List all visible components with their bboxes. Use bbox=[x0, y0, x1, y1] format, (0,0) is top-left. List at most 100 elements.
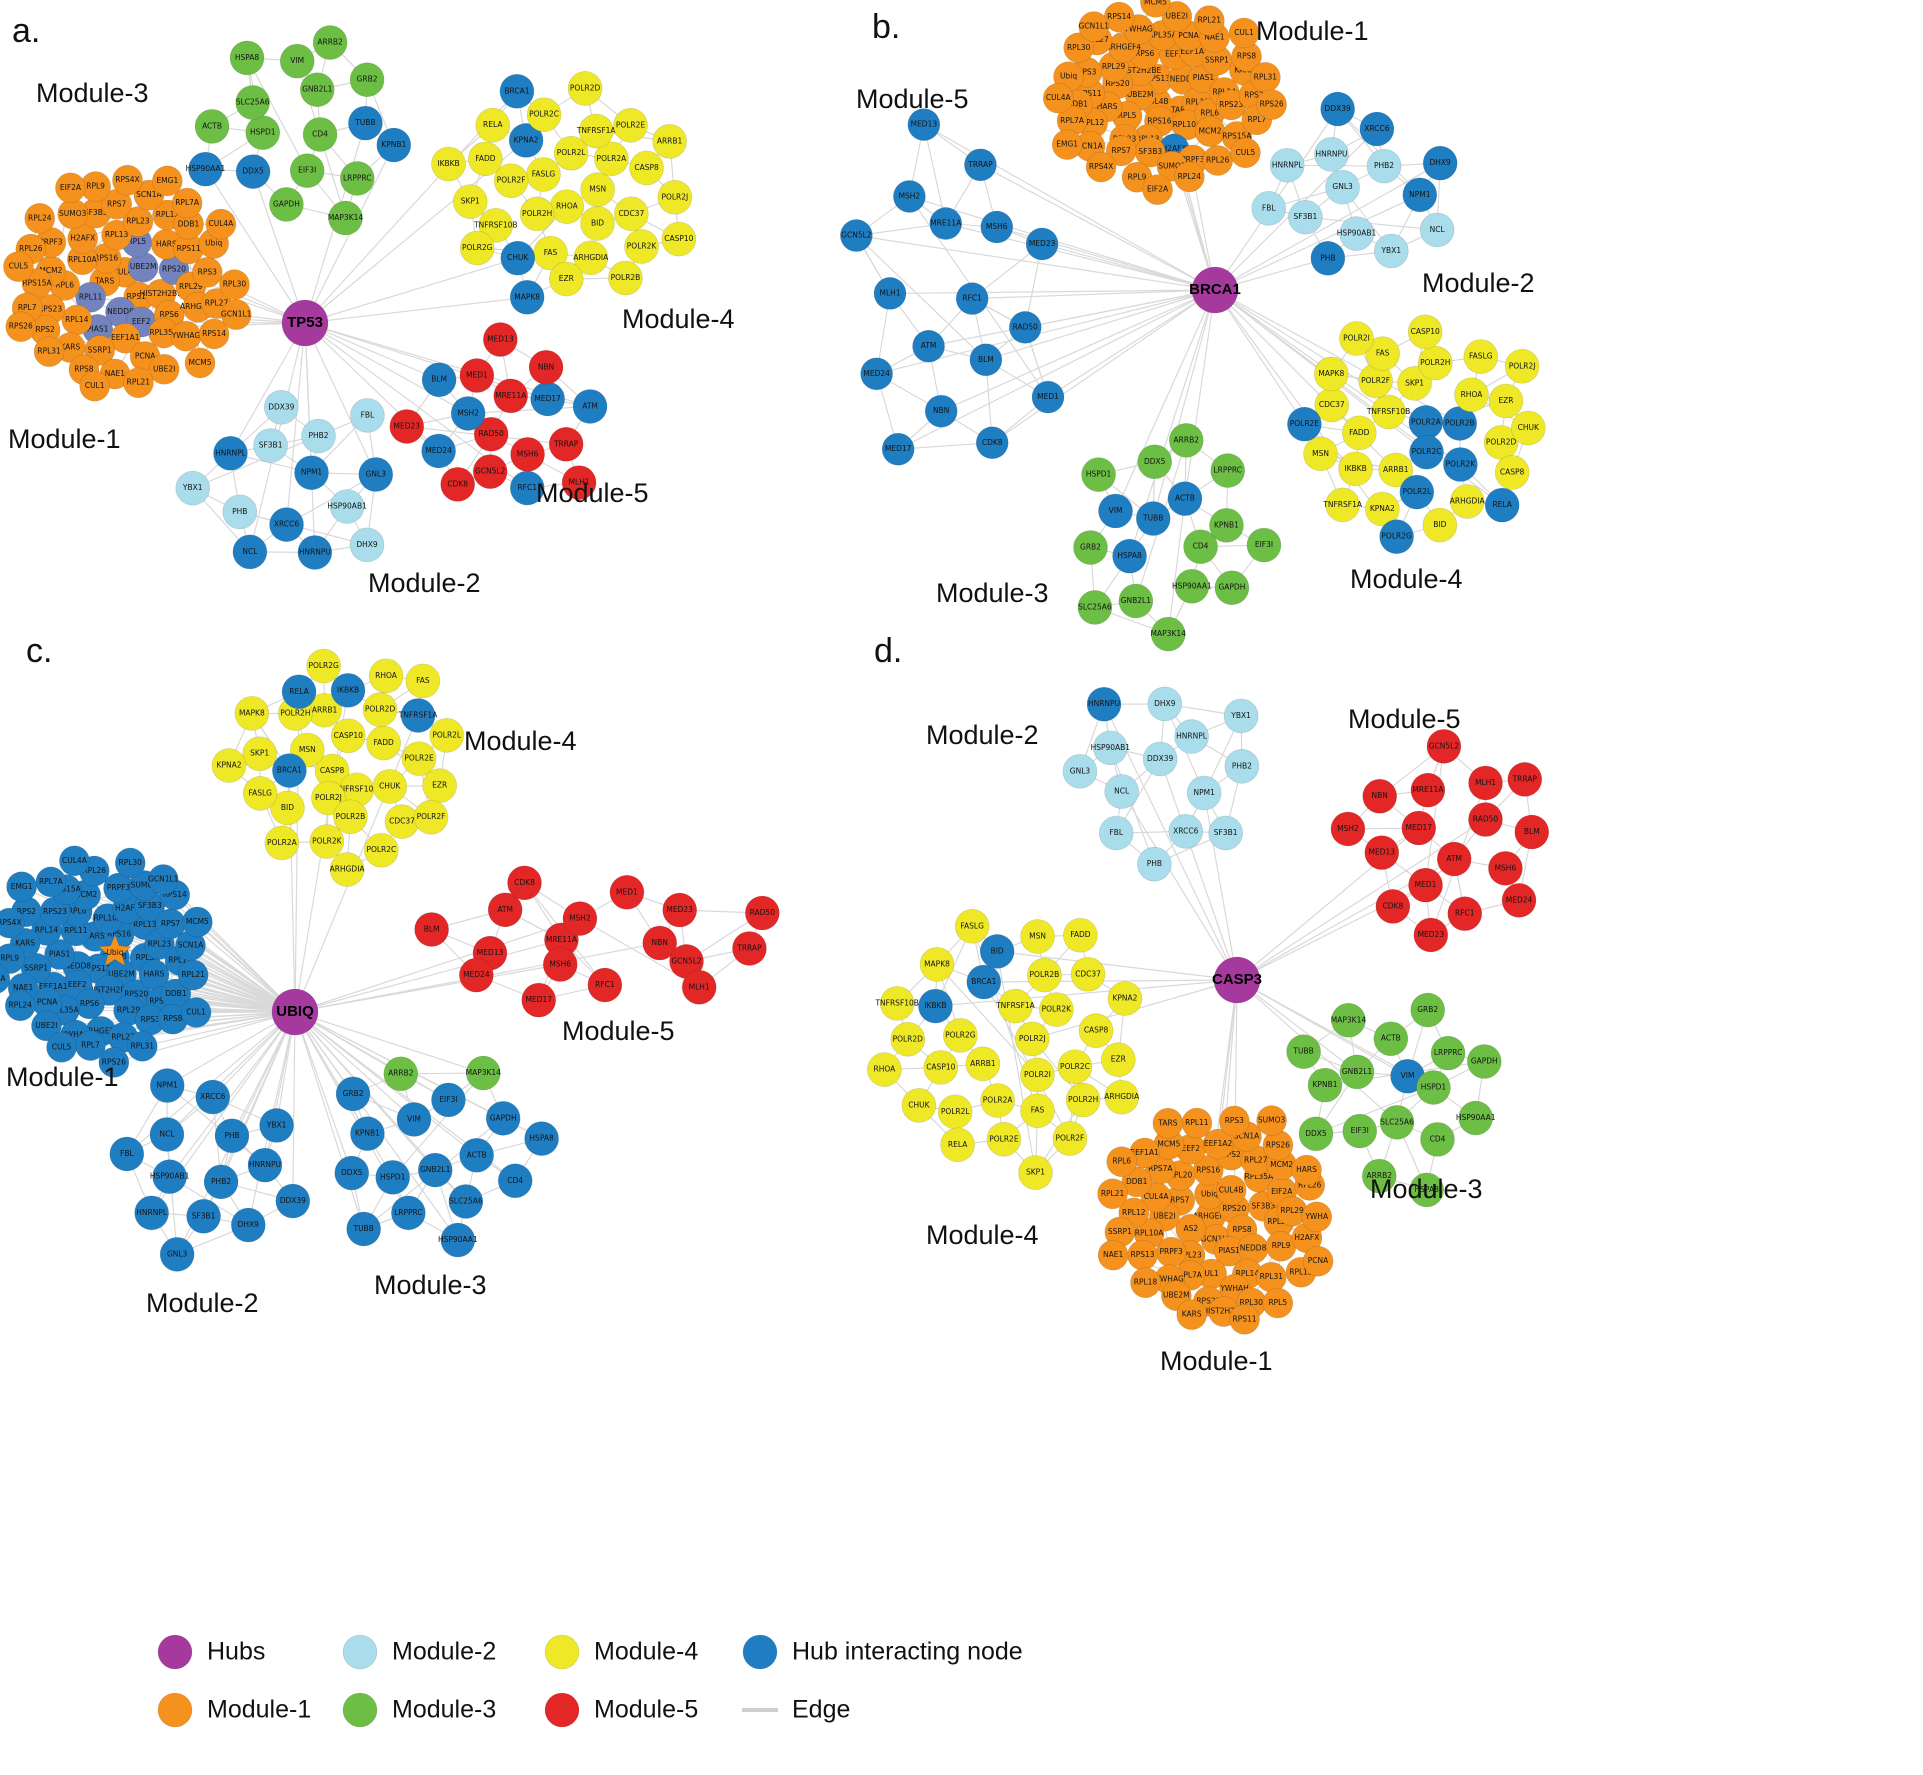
node-POLR2C[interactable]: POLR2C bbox=[526, 97, 562, 132]
node-KPNB1[interactable]: KPNB1 bbox=[350, 1116, 385, 1151]
node-TUBB[interactable]: TUBB bbox=[348, 105, 383, 141]
node-HSPD1[interactable]: HSPD1 bbox=[245, 115, 281, 150]
node-HSP90AB1[interactable]: HSP90AB1 bbox=[150, 1159, 190, 1194]
node-ACTB[interactable]: ACTB bbox=[459, 1137, 494, 1173]
node-ARHGDIA[interactable]: ARHGDIA bbox=[1450, 484, 1486, 519]
node-IKBKB[interactable]: IKBKB bbox=[431, 146, 466, 182]
node-KPNB1[interactable]: KPNB1 bbox=[1209, 508, 1244, 543]
node-EIF2A[interactable]: EIF2A bbox=[55, 172, 86, 204]
node-PHB[interactable]: PHB bbox=[214, 1118, 250, 1154]
node-EIF3I[interactable]: EIF3I bbox=[431, 1082, 466, 1118]
node-GAPDH[interactable]: GAPDH bbox=[269, 187, 304, 222]
node-MED1[interactable]: MED1 bbox=[609, 874, 645, 910]
node-MAPK8[interactable]: MAPK8 bbox=[919, 947, 955, 982]
node-ACTB[interactable]: ACTB bbox=[1373, 1021, 1409, 1057]
node-POLR2B[interactable]: POLR2B bbox=[608, 260, 643, 296]
node-GNL3[interactable]: GNL3 bbox=[159, 1237, 195, 1272]
node-DDX39[interactable]: DDX39 bbox=[275, 1183, 311, 1219]
node-CDK8[interactable]: CDK8 bbox=[507, 865, 542, 901]
node-CD4[interactable]: CD4 bbox=[1420, 1122, 1455, 1157]
node-MED23[interactable]: MED23 bbox=[389, 409, 425, 444]
node-MRE11A[interactable]: MRE11A bbox=[493, 378, 528, 414]
node-KARS[interactable]: KARS bbox=[1176, 1299, 1208, 1330]
node-POLR2A[interactable]: POLR2A bbox=[264, 825, 300, 861]
node-ARHGDIA[interactable]: ARHGDIA bbox=[1104, 1079, 1140, 1115]
node-POLR2J[interactable]: POLR2J bbox=[657, 179, 693, 215]
node-BRCA1[interactable]: BRCA1 bbox=[966, 964, 1002, 1000]
node-RPL21[interactable]: RPL21 bbox=[1194, 5, 1225, 36]
node-FASLG[interactable]: FASLG bbox=[1463, 339, 1499, 374]
node-POLR2C[interactable]: POLR2C bbox=[1409, 434, 1444, 470]
node-POLR2H[interactable]: POLR2H bbox=[1065, 1082, 1101, 1118]
node-GCN5L2[interactable]: GCN5L2 bbox=[1426, 729, 1462, 764]
node-MED17[interactable]: MED17 bbox=[521, 982, 557, 1018]
node-KPNA2[interactable]: KPNA2 bbox=[1107, 981, 1143, 1016]
node-RPS3[interactable]: RPS3 bbox=[1219, 1105, 1250, 1137]
node-TNFRSF1A[interactable]: TNFRSF1A bbox=[1322, 487, 1363, 523]
node-XRCC6[interactable]: XRCC6 bbox=[1359, 111, 1395, 147]
node-MLH1[interactable]: MLH1 bbox=[873, 277, 907, 310]
node-RPS13[interactable]: RPS13 bbox=[1127, 1239, 1158, 1271]
node-XRCC6[interactable]: XRCC6 bbox=[269, 507, 304, 542]
node-LRPPRC[interactable]: LRPPRC bbox=[339, 161, 375, 196]
node-EIF2A[interactable]: EIF2A bbox=[1142, 174, 1173, 205]
node-SF3B1[interactable]: SF3B1 bbox=[1208, 815, 1243, 851]
node-RPL31[interactable]: RPL31 bbox=[33, 336, 65, 367]
node-NCL[interactable]: NCL bbox=[232, 534, 268, 570]
node-SLC25A6[interactable]: SLC25A6 bbox=[235, 85, 270, 120]
node-HSP90AB1[interactable]: HSP90AB1 bbox=[1091, 730, 1131, 766]
node-RHOA[interactable]: RHOA bbox=[1454, 377, 1489, 413]
node-SF3B1[interactable]: SF3B1 bbox=[1288, 199, 1323, 235]
node-NBN[interactable]: NBN bbox=[1362, 778, 1398, 814]
node-SLC25A6[interactable]: SLC25A6 bbox=[1379, 1105, 1415, 1140]
node-CHUK[interactable]: CHUK bbox=[500, 240, 536, 276]
node-CDK8[interactable]: CDK8 bbox=[1375, 889, 1411, 924]
node-FADD[interactable]: FADD bbox=[1063, 917, 1098, 953]
node-CUL4B[interactable]: CUL4B bbox=[1215, 1174, 1247, 1206]
node-NBN[interactable]: NBN bbox=[528, 349, 564, 385]
node-BID[interactable]: BID bbox=[1422, 507, 1458, 543]
node-GNL3[interactable]: GNL3 bbox=[1325, 169, 1360, 205]
node-GCN1L1[interactable]: GCN1L1 bbox=[147, 864, 179, 895]
node-RPL31[interactable]: RPL31 bbox=[1256, 1261, 1287, 1293]
node-RELA[interactable]: RELA bbox=[281, 674, 317, 710]
node-DDX39[interactable]: DDX39 bbox=[1142, 741, 1178, 777]
node-RPL11[interactable]: RPL11 bbox=[1181, 1107, 1213, 1139]
node-GCN5L2[interactable]: GCN5L2 bbox=[840, 219, 873, 252]
node-NPM1[interactable]: NPM1 bbox=[1402, 177, 1438, 213]
node-YBX1[interactable]: YBX1 bbox=[1373, 233, 1409, 269]
node-MED23[interactable]: MED23 bbox=[662, 892, 697, 928]
node-ACTB[interactable]: ACTB bbox=[1167, 481, 1203, 516]
node-DHX9[interactable]: DHX9 bbox=[349, 527, 385, 563]
node-POLR2L[interactable]: POLR2L bbox=[429, 718, 465, 753]
node-SF3B1[interactable]: SF3B1 bbox=[186, 1198, 221, 1234]
node-POLR2K[interactable]: POLR2K bbox=[309, 824, 345, 859]
node-GRB2[interactable]: GRB2 bbox=[1410, 992, 1446, 1028]
node-GNL3[interactable]: GNL3 bbox=[1062, 754, 1098, 789]
node-MSN[interactable]: MSN bbox=[580, 172, 615, 207]
node-MED13[interactable]: MED13 bbox=[1364, 835, 1400, 870]
node-PHB2[interactable]: PHB2 bbox=[203, 1164, 239, 1200]
node-GNB2L1[interactable]: GNB2L1 bbox=[1339, 1054, 1375, 1090]
node-EIF3I[interactable]: EIF3I bbox=[1246, 527, 1282, 563]
node-TUBB[interactable]: TUBB bbox=[1286, 1034, 1321, 1069]
node-CUL1[interactable]: CUL1 bbox=[1228, 17, 1260, 49]
node-RPS26[interactable]: RPS26 bbox=[5, 311, 37, 342]
node-POLR2J[interactable]: POLR2J bbox=[1014, 1021, 1050, 1057]
node-CASP8[interactable]: CASP8 bbox=[629, 150, 664, 186]
node-RAD50[interactable]: RAD50 bbox=[1468, 802, 1503, 837]
node-MED23[interactable]: MED23 bbox=[1025, 227, 1059, 261]
node-MSH6[interactable]: MSH6 bbox=[1488, 851, 1523, 886]
node-RPL14[interactable]: RPL14 bbox=[61, 304, 93, 336]
node-CASP10[interactable]: CASP10 bbox=[1407, 314, 1443, 350]
node-POLR2F[interactable]: POLR2F bbox=[1052, 1121, 1088, 1156]
node-DDX5[interactable]: DDX5 bbox=[334, 1155, 370, 1191]
node-PHB2[interactable]: PHB2 bbox=[1366, 148, 1402, 184]
node-POLR2E[interactable]: POLR2E bbox=[401, 741, 437, 776]
node-GRB2[interactable]: GRB2 bbox=[1073, 530, 1108, 565]
node-EIF3I[interactable]: EIF3I bbox=[289, 153, 325, 188]
node-CUL5[interactable]: CUL5 bbox=[1230, 137, 1261, 169]
node-MED1[interactable]: MED1 bbox=[1408, 867, 1443, 903]
node-DDX39[interactable]: DDX39 bbox=[1320, 91, 1355, 127]
node-MED23[interactable]: MED23 bbox=[1413, 917, 1449, 953]
